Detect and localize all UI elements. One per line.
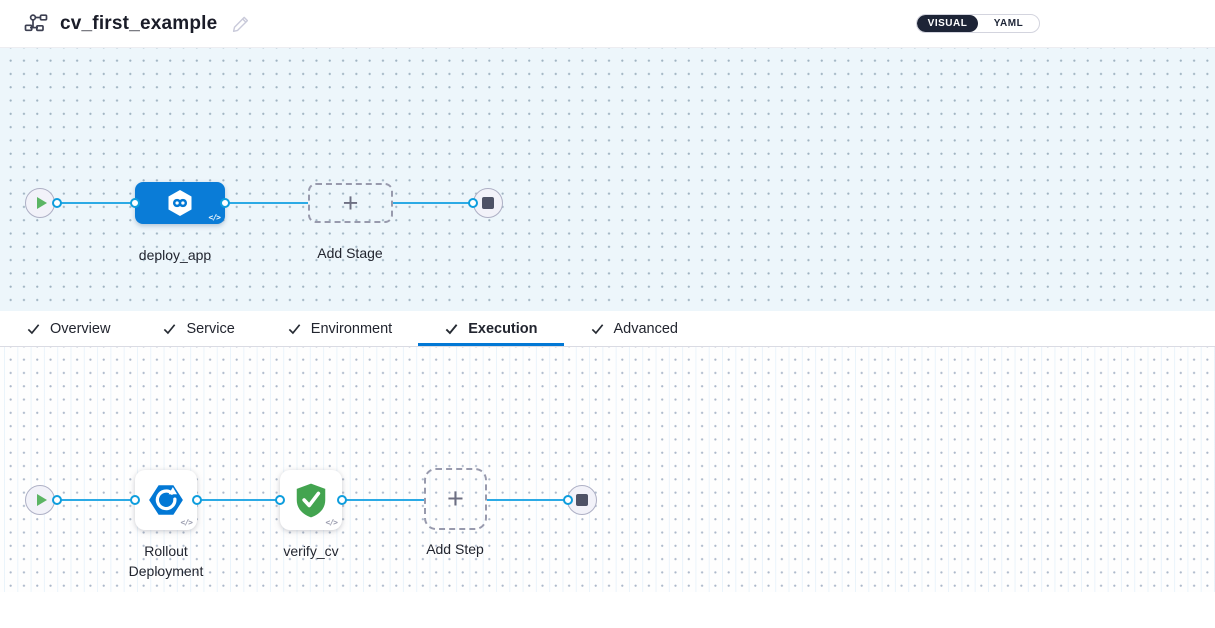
visual-toggle-button[interactable]: VISUAL — [917, 15, 978, 32]
rollout-deployment-icon — [149, 485, 183, 515]
edit-pencil-icon[interactable] — [231, 14, 251, 34]
connector-port — [337, 495, 347, 505]
connector-line — [197, 499, 280, 501]
stop-icon — [576, 494, 588, 506]
add-step-button[interactable]: + — [424, 468, 487, 530]
yaml-toggle-button[interactable]: YAML — [993, 18, 1024, 29]
connector-line — [393, 202, 473, 204]
tab-environment[interactable]: Environment — [261, 311, 418, 346]
play-icon — [36, 197, 47, 209]
connector-port — [275, 495, 285, 505]
stage-node-deploy-app[interactable]: </> — [135, 182, 225, 224]
tab-label: Service — [186, 320, 235, 337]
tab-label: Advanced — [613, 320, 679, 337]
step-label: verify_cv — [283, 543, 339, 559]
plus-icon: + — [447, 482, 464, 515]
code-badge: </> — [208, 213, 221, 222]
view-mode-toggle: VISUAL YAML — [916, 14, 1040, 33]
add-step-label: Add Step — [426, 541, 484, 557]
execution-start-node — [25, 485, 55, 515]
pipeline-title: cv_first_example — [60, 12, 218, 34]
step-node-rollout-deployment[interactable]: </> — [135, 470, 197, 530]
code-badge: </> — [180, 518, 193, 527]
tab-advanced[interactable]: Advanced — [564, 311, 705, 346]
stage-config-tabbar: Overview Service Environment Execution A… — [0, 311, 1215, 347]
check-icon — [445, 324, 458, 335]
step-node-verify-cv[interactable]: </> — [280, 470, 342, 530]
add-stage-button[interactable]: + — [308, 183, 393, 223]
tab-label: Overview — [50, 320, 111, 337]
pipeline-graph-icon — [24, 13, 48, 31]
tab-overview[interactable]: Overview — [0, 311, 136, 346]
stop-icon — [482, 197, 494, 209]
tab-label: Environment — [310, 320, 393, 337]
connector-port — [130, 198, 140, 208]
tab-execution[interactable]: Execution — [418, 311, 564, 346]
check-icon — [27, 324, 40, 335]
connector-port — [468, 198, 478, 208]
connector-port — [52, 198, 62, 208]
step-label: Rollout Deployment — [128, 543, 204, 580]
check-icon — [288, 324, 301, 335]
connector-port — [563, 495, 573, 505]
execution-graph-canvas[interactable]: </> </> + Rollout Deployment verify_cv A… — [0, 347, 1215, 592]
connector-line — [225, 202, 308, 204]
connector-port — [52, 495, 62, 505]
connector-port — [192, 495, 202, 505]
tab-label: Execution — [468, 320, 538, 337]
check-icon — [164, 324, 176, 335]
plus-icon: + — [342, 187, 359, 218]
check-icon — [591, 324, 603, 335]
shield-check-icon — [296, 483, 326, 518]
pipeline-start-node — [25, 188, 55, 218]
connector-port — [130, 495, 140, 505]
add-stage-label: Add Stage — [317, 245, 383, 261]
cd-infinity-hexagon-icon — [168, 190, 192, 216]
code-badge: </> — [325, 518, 338, 527]
connector-port — [220, 198, 230, 208]
stage-graph-canvas[interactable]: </> + deploy_app Add Stage — [0, 48, 1215, 311]
connector-line — [342, 499, 424, 501]
connector-line — [57, 499, 135, 501]
tab-service[interactable]: Service — [136, 311, 260, 346]
play-icon — [36, 494, 47, 506]
pipeline-header: cv_first_example VISUAL YAML — [0, 0, 1215, 48]
connector-line — [57, 202, 135, 204]
connector-line — [487, 499, 568, 501]
stage-label: deploy_app — [138, 247, 212, 263]
